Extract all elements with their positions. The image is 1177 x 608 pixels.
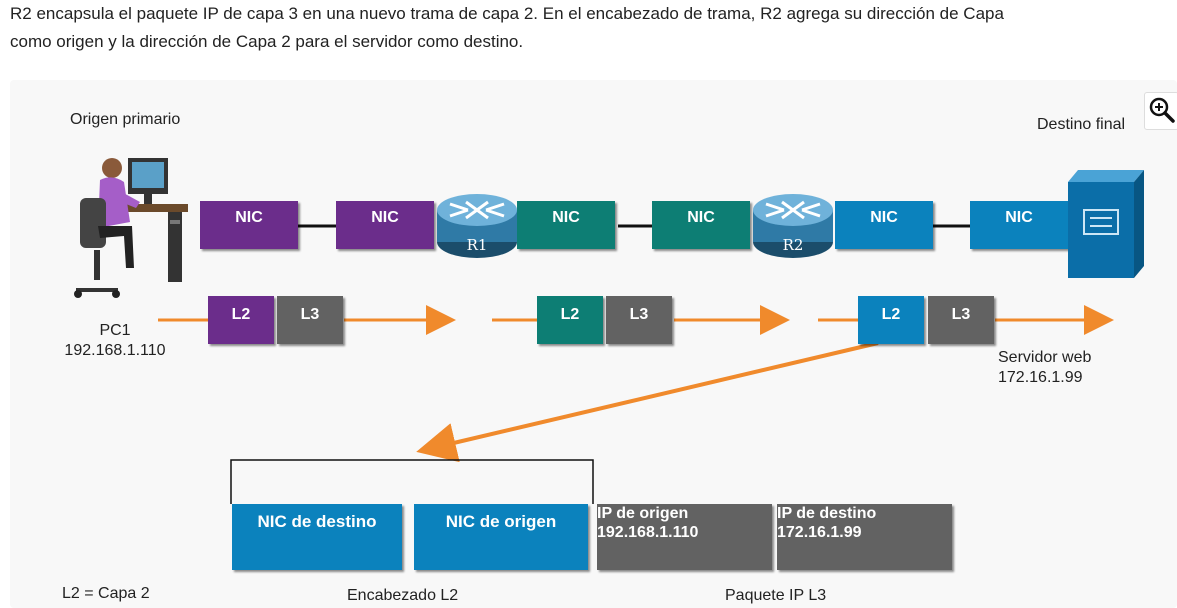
nic-server: NIC (970, 201, 1068, 249)
frame-src-ip-label: IP de origen (597, 505, 689, 522)
l2-header-label: Encabezado L2 (347, 587, 459, 604)
frame-dest-nic: NIC de destino (232, 504, 402, 570)
frame-src-ip: IP de origen 192.168.1.110 (597, 504, 772, 570)
server-ip: 172.16.1.99 (998, 369, 1083, 386)
nic-r1-right: NIC (517, 201, 615, 249)
nic-r2-right: NIC (835, 201, 933, 249)
frame-src-ip-value: 192.168.1.110 (597, 524, 699, 541)
nic-pc1: NIC (200, 201, 298, 249)
frame-dst-ip-value: 172.16.1.99 (777, 524, 862, 541)
zoom-button[interactable] (1144, 92, 1177, 130)
router-r2: R2 (752, 190, 834, 260)
nic-r1-left: NIC (336, 201, 434, 249)
l3-packet-label: Paquete IP L3 (725, 587, 827, 604)
router-r2-label: R2 (782, 236, 804, 254)
destination-label: Destino final (1037, 116, 1126, 133)
server-icon (1068, 170, 1144, 278)
frame-dst-ip-label: IP de destino (777, 505, 877, 522)
zoom-in-icon (1149, 97, 1175, 123)
pc1-label: PC1 192.168.1.110 (40, 321, 190, 361)
packet-2-l2: L2 (537, 296, 603, 344)
legend-label: L2 = Capa 2 (62, 585, 150, 602)
packet-3-l3: L3 (928, 296, 994, 344)
intro-line-2: como origen y la dirección de Capa 2 par… (10, 32, 524, 51)
packet-1-l2: L2 (208, 296, 274, 344)
origin-label: Origen primario (70, 111, 181, 128)
router-r1-label: R1 (466, 236, 488, 254)
packet-1-l3: L3 (277, 296, 343, 344)
pc-user-icon (74, 158, 188, 298)
packet-3-l2: L2 (858, 296, 924, 344)
nic-r2-left: NIC (652, 201, 750, 249)
frame-dst-ip: IP de destino 172.16.1.99 (777, 504, 952, 570)
server-label: Servidor web 172.16.1.99 (998, 348, 1091, 388)
pc1-ip: 192.168.1.110 (64, 342, 166, 359)
intro-line-1: R2 encapsula el paquete IP de capa 3 en … (10, 4, 1004, 23)
router-r1: R1 (436, 190, 518, 260)
diagram-panel (10, 80, 1177, 608)
router-icon (437, 194, 517, 258)
frame-src-nic: NIC de origen (414, 504, 588, 570)
intro-text: R2 encapsula el paquete IP de capa 3 en … (10, 0, 1177, 56)
diagonal-arrow (416, 341, 879, 463)
server-name: Servidor web (998, 349, 1092, 366)
router-icon (753, 194, 833, 258)
l2-header-bracket (230, 459, 594, 504)
packet-2-l3: L3 (606, 296, 672, 344)
pc1-name: PC1 (99, 322, 131, 339)
